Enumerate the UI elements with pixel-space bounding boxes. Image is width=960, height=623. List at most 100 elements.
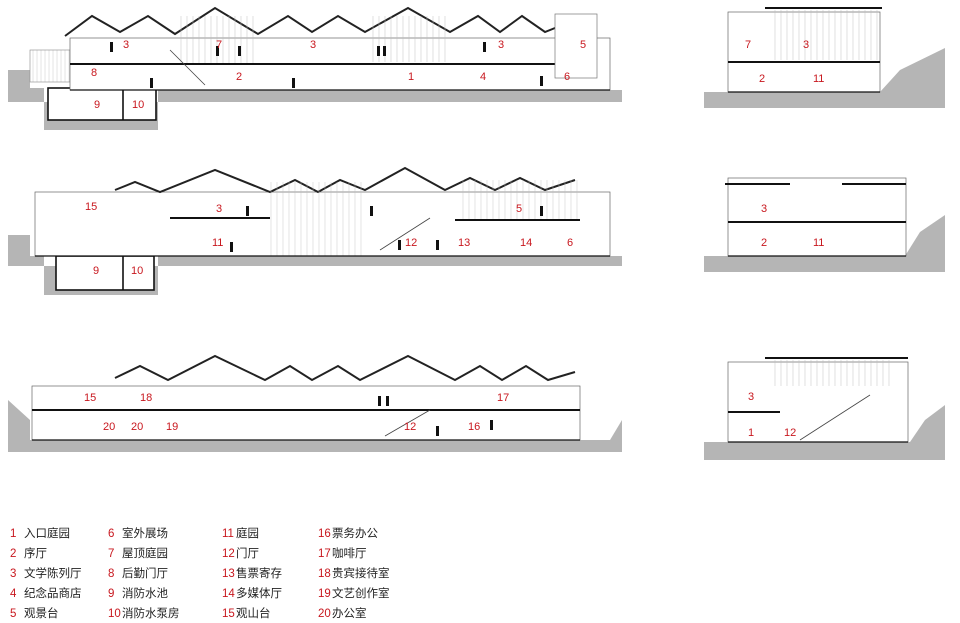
- r2-label: 3: [761, 203, 767, 215]
- legend-number: 8: [108, 568, 115, 580]
- s1-label: 6: [564, 71, 570, 83]
- s2-label: 13: [458, 237, 470, 249]
- r3-label: 12: [784, 427, 796, 439]
- r1-label: 11: [813, 73, 824, 85]
- legend-item: 16票务办公: [318, 526, 378, 541]
- section-3: 15 18 17 20 20 19 12 16: [8, 354, 622, 452]
- building-body: [727, 177, 907, 257]
- legend-number: 6: [108, 528, 115, 540]
- legend-number: 7: [108, 548, 115, 560]
- legend-number: 1: [10, 528, 17, 540]
- legend-number: 19: [318, 588, 331, 600]
- side-section-3: 3 1 12: [704, 357, 945, 460]
- legend-item: 19文艺创作室: [318, 586, 390, 601]
- figures: [230, 206, 543, 252]
- legend-text: 办公室: [332, 606, 367, 620]
- section-2: 15 3 5 11 12 13 14 6 9 10: [8, 166, 622, 295]
- legend-item: 5 观景台: [10, 606, 59, 621]
- legend-number: 13: [222, 568, 235, 580]
- s3-label: 12: [404, 421, 416, 433]
- s2-label: 12: [405, 237, 417, 249]
- legend-text: 消防水池: [122, 586, 168, 600]
- s2-label: 15: [85, 201, 97, 213]
- legend-item: 12门厅: [222, 546, 259, 561]
- s2-label: 3: [216, 203, 222, 215]
- r3-label: 1: [748, 427, 754, 439]
- legend-item: 4 纪念品商店: [10, 586, 82, 601]
- legend-text: 售票寄存: [236, 566, 282, 580]
- legend-text: 票务办公: [332, 526, 378, 540]
- figures: [110, 42, 543, 88]
- s3-label: 16: [468, 421, 480, 433]
- legend-number: 15: [222, 608, 235, 620]
- basement-block: [47, 87, 157, 121]
- legend-text: 纪念品商店: [24, 586, 82, 600]
- s3-label: 18: [140, 392, 152, 404]
- side-section-1: 7 3 2 11: [704, 7, 945, 108]
- tower-right: [554, 13, 598, 79]
- legend-number: 5: [10, 608, 17, 620]
- stair-ramp: [799, 394, 871, 441]
- legend-text: 文学陈列厅: [24, 566, 82, 580]
- s1-label: 8: [91, 67, 97, 79]
- section-1: 3 7 3 3 5 8 2 1 4 6 9 10: [8, 6, 622, 130]
- legend-number: 11: [222, 528, 234, 540]
- s1-label: 9: [94, 99, 100, 111]
- s1-label: 1: [408, 71, 414, 83]
- legend-text: 门厅: [236, 546, 259, 560]
- stair-ramp: [384, 409, 431, 437]
- s3-label: 20: [131, 421, 143, 433]
- ground: [8, 70, 622, 130]
- architectural-sections-drawing: 3 7 3 3 5 8 2 1 4 6 9 10 7 3 2 11: [8, 6, 945, 460]
- legend-number: 17: [318, 548, 331, 560]
- side-section-2: 3 2 11: [704, 177, 945, 272]
- s2-label: 14: [520, 237, 532, 249]
- ground: [8, 400, 622, 452]
- r1-label: 3: [803, 39, 809, 51]
- legend-number: 18: [318, 568, 331, 580]
- legend-item: 18贵宾接待室: [318, 566, 390, 581]
- r2-label: 11: [813, 237, 824, 249]
- s2-label: 6: [567, 237, 573, 249]
- legend-number: 10: [108, 608, 121, 620]
- s3-label: 19: [166, 421, 178, 433]
- glass-hall-2: [460, 180, 580, 220]
- legend-text: 屋顶庭园: [122, 546, 168, 560]
- legend-item: 2 序厅: [10, 546, 47, 561]
- legend-item: 13售票寄存: [222, 566, 282, 581]
- roof-profile: [64, 6, 561, 37]
- s1-label: 3: [310, 39, 316, 51]
- legend-text: 文艺创作室: [332, 586, 390, 600]
- legend-item: 7 屋顶庭园: [108, 546, 168, 561]
- r3-label: 3: [748, 391, 754, 403]
- legend-text: 序厅: [24, 546, 47, 560]
- legend-number: 2: [10, 548, 17, 560]
- building-body: [31, 385, 581, 441]
- legend-text: 观景台: [24, 606, 59, 620]
- legend-item: 15观山台: [222, 606, 271, 621]
- legend-item: 17咖啡厅: [318, 546, 367, 561]
- legend-text: 后勤门厅: [122, 566, 168, 580]
- legend-item: 8 后勤门厅: [108, 566, 168, 581]
- s1-label: 3: [498, 39, 504, 51]
- s1-label: 5: [580, 39, 586, 51]
- legend-number: 9: [108, 588, 115, 600]
- legend-text: 咖啡厅: [332, 546, 367, 560]
- legend-item: 20办公室: [318, 606, 367, 621]
- legend-text: 观山台: [236, 606, 271, 620]
- glass-hall: [770, 360, 890, 386]
- legend-text: 贵宾接待室: [332, 566, 390, 580]
- legend-item: 9 消防水池: [108, 586, 168, 601]
- stair-ramp: [379, 217, 431, 251]
- ground: [8, 235, 622, 295]
- legend-number: 4: [10, 588, 17, 600]
- legend-text: 多媒体厅: [236, 586, 282, 600]
- s1-label: 4: [480, 71, 486, 83]
- roof-profile: [114, 354, 576, 382]
- legend-number: 14: [222, 588, 235, 600]
- s3-label: 15: [84, 392, 96, 404]
